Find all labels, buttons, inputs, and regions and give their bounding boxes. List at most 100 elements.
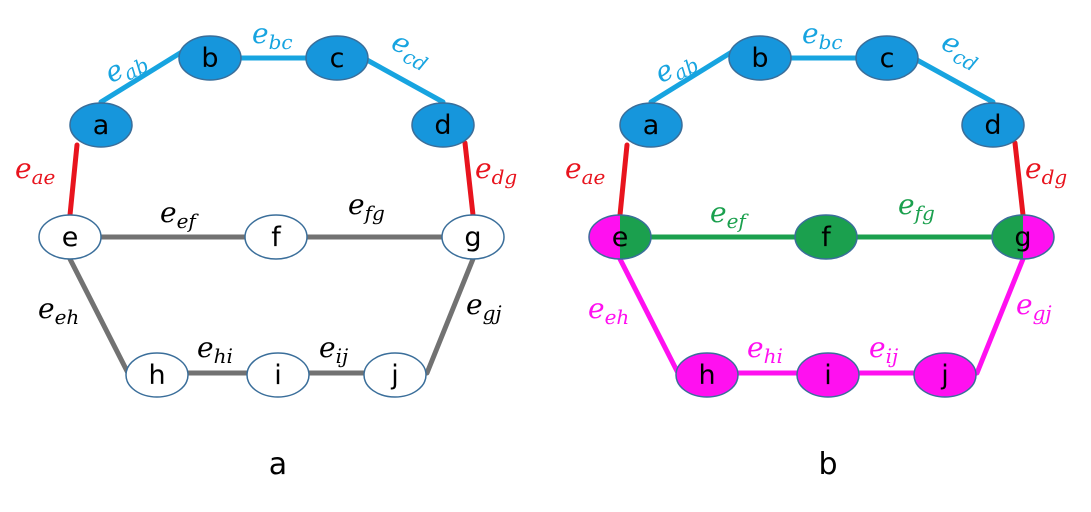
- edge-label-ef-sub: ef: [177, 209, 200, 233]
- edge-label-bc: ebc: [252, 17, 293, 54]
- edge-label-hi: ehi: [747, 331, 783, 368]
- edge-label-bc-main: e: [802, 17, 819, 50]
- panel-caption: a: [269, 447, 287, 482]
- node-label-h: h: [148, 360, 165, 391]
- node-e: [588, 214, 652, 260]
- node-g: [441, 214, 505, 260]
- edge-label-hi-main: e: [747, 331, 764, 364]
- node-label-b: b: [751, 43, 768, 74]
- edge-label-hi: ehi: [197, 331, 233, 368]
- edge-cd: [364, 57, 446, 105]
- edge-label-ef-main: e: [160, 196, 177, 229]
- node-label-g: g: [464, 222, 481, 253]
- edge-cd: [914, 57, 996, 105]
- node-label-h: h: [698, 360, 715, 391]
- node-label-a: a: [643, 110, 660, 141]
- node-label-a: a: [93, 110, 110, 141]
- edge-label-ae-main: e: [15, 152, 32, 185]
- node-c: [305, 35, 369, 81]
- node-b: [728, 35, 792, 81]
- node-label-c: c: [330, 43, 345, 74]
- node-label-i: i: [274, 360, 282, 391]
- edge-dg: [1012, 140, 1026, 218]
- edge-label-fg: efg: [898, 188, 935, 225]
- edge-dg: [462, 140, 476, 218]
- edge-label-bc: ebc: [802, 17, 843, 54]
- edge-label-gj-main: e: [1016, 288, 1033, 321]
- edge-label-gj: egj: [1016, 288, 1052, 325]
- edge-label-gj-main: e: [466, 288, 483, 321]
- edge-label-fg-sub: fg: [363, 201, 385, 225]
- edge-label-cd: ecd: [384, 25, 437, 77]
- edge-label-ef: eef: [710, 196, 749, 233]
- edge-ae: [617, 142, 630, 218]
- edge-label-bc-sub: bc: [819, 30, 843, 54]
- node-c: [855, 35, 919, 81]
- edge-label-ij-main: e: [869, 331, 886, 364]
- edge-label-ae: eae: [565, 152, 605, 189]
- edge-label-cd: ecd: [934, 25, 987, 77]
- node-label-i: i: [824, 360, 832, 391]
- edge-label-hi-sub: hi: [214, 344, 233, 368]
- edge-label-gj: egj: [466, 288, 502, 325]
- edge-label-bc-main: e: [252, 17, 269, 50]
- edge-label-dg-main: e: [475, 152, 492, 185]
- edge-label-dg-sub: dg: [1042, 165, 1068, 189]
- node-h: [675, 352, 739, 398]
- node-i: [796, 352, 860, 398]
- edge-ab: [98, 47, 188, 105]
- node-f: [794, 214, 858, 260]
- edge-ab: [648, 47, 738, 105]
- node-label-b: b: [201, 43, 218, 74]
- node-h: [125, 352, 189, 398]
- edge-label-ij: eij: [869, 331, 898, 368]
- edge-label-fg-main: e: [898, 188, 915, 221]
- edge-label-ae-main: e: [565, 152, 582, 185]
- edge-label-hi-main: e: [197, 331, 214, 364]
- edge-label-ij-sub: ij: [886, 344, 899, 368]
- edge-label-ae-sub: ae: [582, 165, 606, 189]
- edge-label-ef-sub: ef: [727, 209, 750, 233]
- node-b: [178, 35, 242, 81]
- edge-label-eh: eeh: [38, 292, 79, 329]
- edge-label-ij: eij: [319, 331, 348, 368]
- edge-eh: [67, 256, 131, 376]
- edge-label-fg: efg: [348, 188, 385, 225]
- edge-label-eh-main: e: [38, 292, 55, 325]
- node-a: [69, 102, 133, 148]
- edge-label-ij-sub: ij: [336, 344, 349, 368]
- edge-label-eh-sub: eh: [605, 305, 630, 329]
- node-label-g: g: [1014, 222, 1031, 253]
- node-a: [619, 102, 683, 148]
- edge-ae: [67, 142, 80, 218]
- node-label-d: d: [434, 110, 451, 141]
- edge-label-eh: eeh: [588, 292, 629, 329]
- edge-label-ef-main: e: [710, 196, 727, 229]
- edge-label-hi-sub: hi: [764, 344, 783, 368]
- node-j: [363, 352, 427, 398]
- edge-eh: [617, 256, 681, 376]
- edge-label-dg: edg: [475, 152, 517, 189]
- edge-label-fg-sub: fg: [913, 201, 935, 225]
- panel-caption: b: [818, 447, 837, 482]
- node-label-e: e: [612, 222, 629, 253]
- node-label-j: j: [940, 360, 949, 391]
- edge-label-gj-sub: gj: [483, 301, 502, 325]
- node-label-j: j: [390, 360, 399, 391]
- node-d: [411, 102, 475, 148]
- node-label-c: c: [880, 43, 895, 74]
- edge-label-dg: edg: [1025, 152, 1067, 189]
- node-i: [246, 352, 310, 398]
- node-label-f: f: [821, 222, 832, 253]
- node-g: [991, 214, 1055, 260]
- edge-label-ef: eef: [160, 196, 199, 233]
- edge-gj: [974, 256, 1026, 376]
- node-f: [244, 214, 308, 260]
- edge-label-ij-main: e: [319, 331, 336, 364]
- node-label-d: d: [984, 110, 1001, 141]
- edge-label-dg-sub: dg: [492, 165, 518, 189]
- node-label-f: f: [271, 222, 282, 253]
- node-e: [38, 214, 102, 260]
